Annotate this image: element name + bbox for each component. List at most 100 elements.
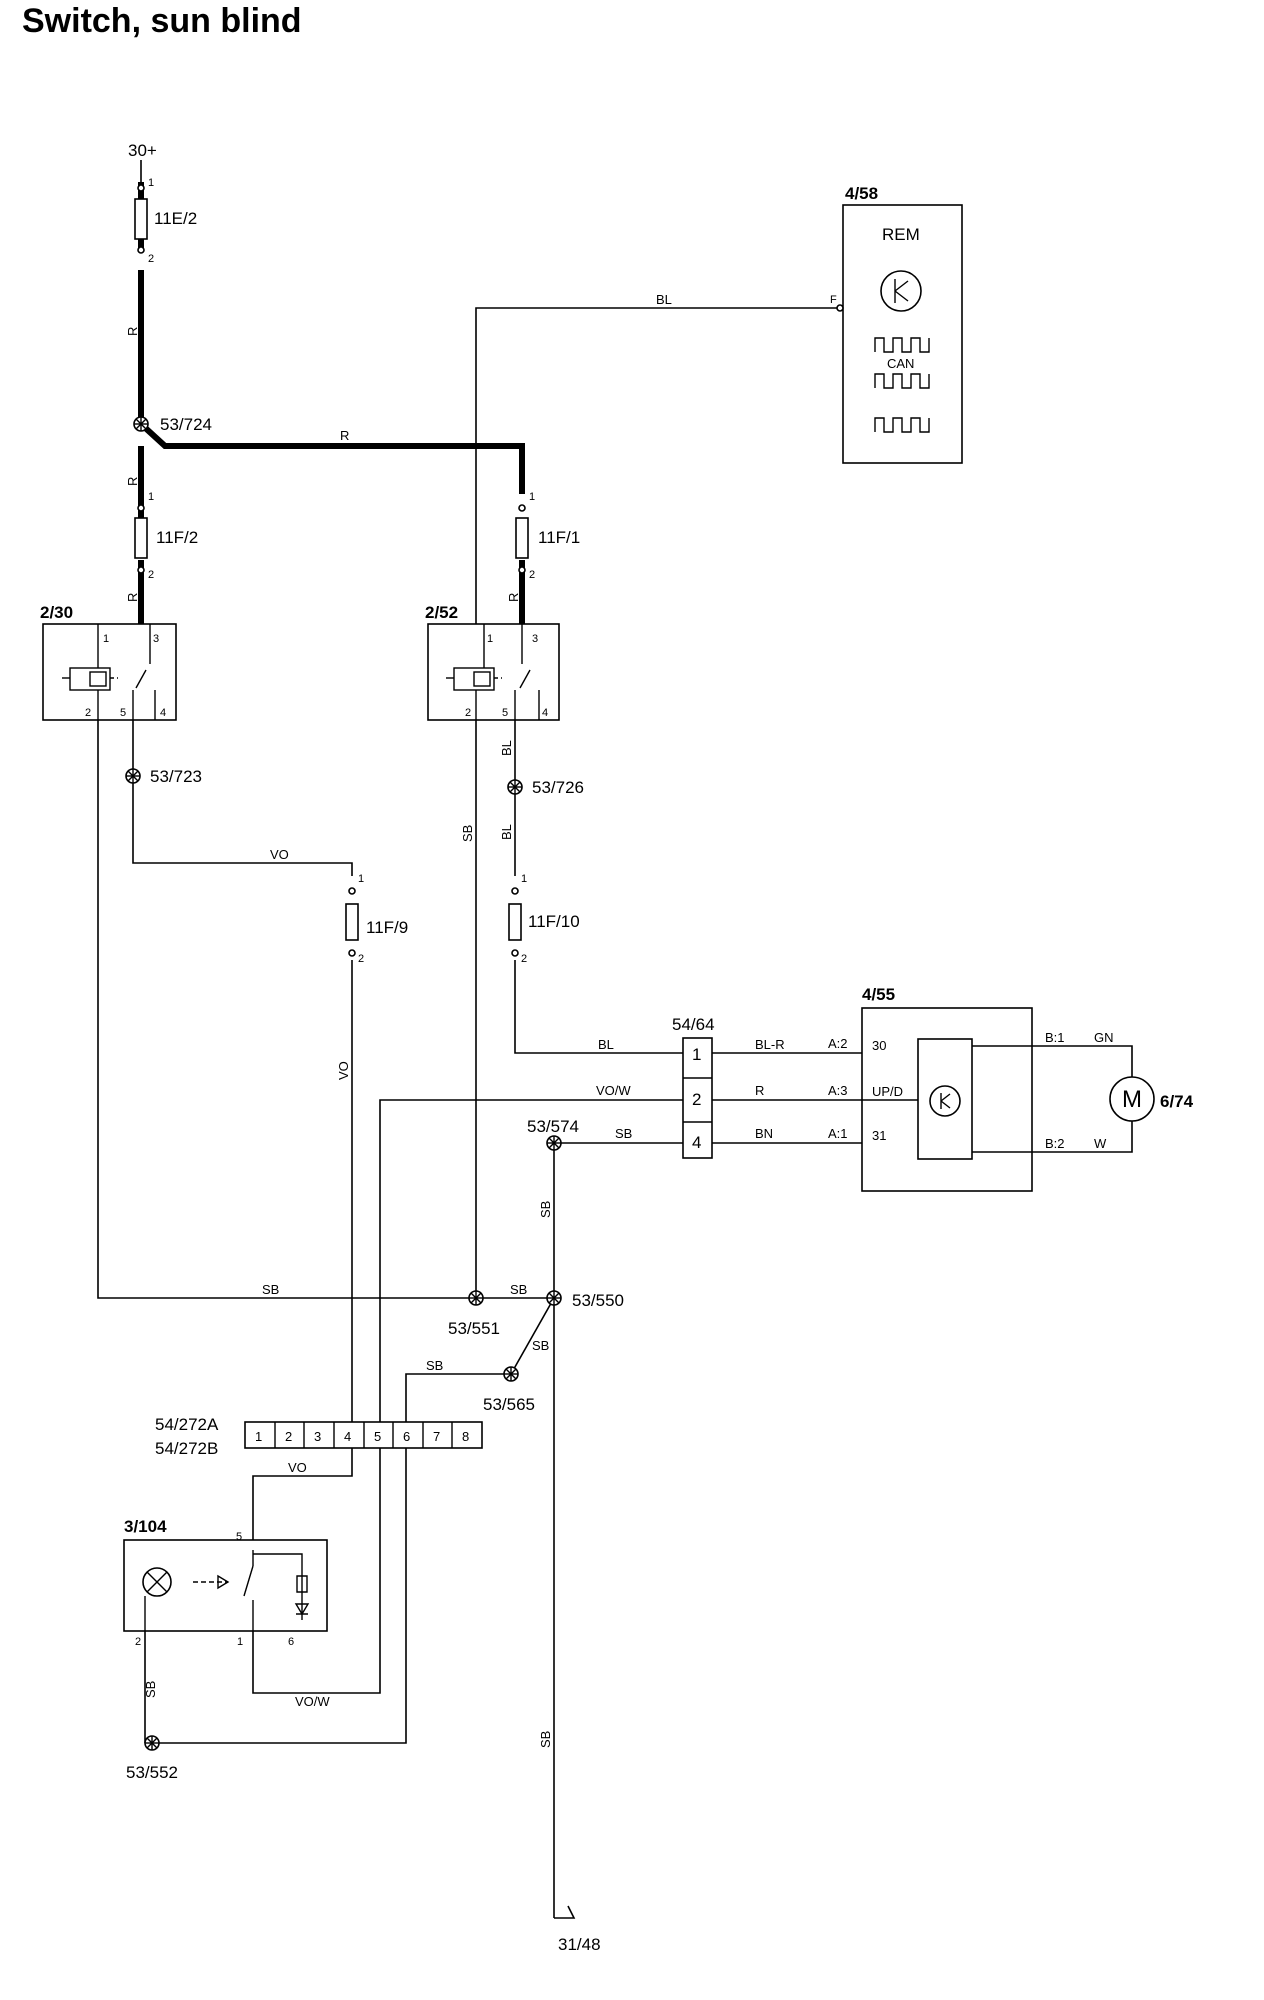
svg-text:11F/2: 11F/2 <box>156 528 198 547</box>
ground-label: 31/48 <box>558 1935 601 1954</box>
connector-54-272: 54/272A 54/272B 1 2 3 4 5 6 7 8 <box>155 1415 483 1458</box>
svg-text:3/104: 3/104 <box>124 1517 167 1536</box>
wire-label: SB <box>262 1282 279 1297</box>
svg-text:2: 2 <box>465 707 471 719</box>
splice-53-724: 53/724 <box>133 415 212 434</box>
svg-text:2/52: 2/52 <box>425 603 458 622</box>
fuse-11f2: 11F/2 1 2 <box>134 491 198 581</box>
wire-label: W <box>1094 1136 1107 1151</box>
connector-54-64: 54/64 1 2 4 <box>672 1015 715 1159</box>
fuse-11f1: 11F/1 1 2 <box>515 491 580 581</box>
svg-text:B:1: B:1 <box>1045 1030 1065 1045</box>
wire-label: BL-R <box>755 1037 785 1052</box>
svg-text:B:2: B:2 <box>1045 1136 1065 1151</box>
wire-vo-switch <box>252 1448 353 1540</box>
svg-text:M: M <box>1122 1086 1142 1113</box>
svg-text:3: 3 <box>314 1429 321 1444</box>
wire-label: VO <box>288 1460 307 1475</box>
splice-53-550: 53/550 <box>546 1290 624 1310</box>
splice-53-565: 53/565 <box>483 1366 535 1414</box>
svg-text:2: 2 <box>148 253 154 265</box>
can-pulse-icon <box>874 337 930 353</box>
can-pulse-icon <box>874 373 930 389</box>
wire-label: SB <box>532 1338 549 1353</box>
wire-label: SB <box>460 825 475 842</box>
svg-text:1: 1 <box>103 633 109 645</box>
svg-text:3: 3 <box>532 633 538 645</box>
svg-text:2: 2 <box>521 953 527 965</box>
svg-text:1: 1 <box>487 633 493 645</box>
svg-text:53/574: 53/574 <box>527 1117 579 1136</box>
splice-53-574: 53/574 <box>527 1117 579 1151</box>
wire-sb-pin6-552 <box>152 1448 407 1744</box>
svg-text:6: 6 <box>288 1636 294 1648</box>
svg-text:2: 2 <box>148 569 154 581</box>
svg-text:54/272B: 54/272B <box>155 1439 218 1458</box>
svg-text:1: 1 <box>358 873 364 885</box>
svg-text:5: 5 <box>120 707 126 719</box>
relay-2-30: 2/30 1 3 2 5 4 <box>40 603 177 721</box>
svg-text:11F/10: 11F/10 <box>528 912 580 931</box>
wire-label: R <box>340 428 349 443</box>
svg-text:1: 1 <box>692 1045 701 1064</box>
wire-bl-fuse-11f10 <box>514 960 683 1054</box>
svg-text:1: 1 <box>237 1636 243 1648</box>
wire-label: GN <box>1094 1030 1114 1045</box>
svg-text:CAN: CAN <box>887 356 914 371</box>
fuse-11f9: 11F/9 1 2 <box>345 873 408 965</box>
svg-text:53/552: 53/552 <box>126 1763 178 1782</box>
svg-text:1: 1 <box>529 491 535 503</box>
wire-label: BL <box>598 1037 614 1052</box>
wire-label: R <box>125 327 140 336</box>
wire-label: VO <box>336 1061 351 1080</box>
can-pulse-icon <box>874 417 930 433</box>
svg-text:REM: REM <box>882 225 920 244</box>
supply-label: 30+ <box>128 141 157 160</box>
svg-text:53/723: 53/723 <box>150 767 202 786</box>
wire-label: BL <box>499 740 514 756</box>
wire-label: BL <box>656 292 672 307</box>
svg-text:1: 1 <box>255 1429 262 1444</box>
ground-symbol <box>554 1905 576 1919</box>
wire-label: R <box>125 477 140 486</box>
svg-text:4: 4 <box>692 1133 701 1152</box>
svg-text:4: 4 <box>542 707 548 719</box>
wire-label: VO/W <box>596 1083 631 1098</box>
wire-label: R <box>125 593 140 602</box>
svg-text:11E/2: 11E/2 <box>154 209 197 228</box>
svg-text:2: 2 <box>358 953 364 965</box>
wire-label: SB <box>538 1201 553 1218</box>
wire-label: SB <box>143 1681 158 1698</box>
svg-text:53/724: 53/724 <box>160 415 212 434</box>
svg-text:2: 2 <box>285 1429 292 1444</box>
svg-text:53/551: 53/551 <box>448 1319 500 1338</box>
svg-text:6: 6 <box>403 1429 410 1444</box>
svg-text:5: 5 <box>374 1429 381 1444</box>
svg-text:31: 31 <box>872 1128 886 1143</box>
svg-text:3: 3 <box>153 633 159 645</box>
svg-text:4/58: 4/58 <box>845 184 878 203</box>
svg-text:54/272A: 54/272A <box>155 1415 219 1434</box>
splice-53-552: 53/552 <box>126 1735 178 1782</box>
fuse-11e2: 11E/2 1 2 <box>134 177 197 265</box>
wire-r-supply <box>138 182 525 494</box>
svg-text:53/550: 53/550 <box>572 1291 624 1310</box>
wire-label: SB <box>426 1358 443 1373</box>
svg-text:2/30: 2/30 <box>40 603 73 622</box>
svg-text:53/565: 53/565 <box>483 1395 535 1414</box>
wire-label: VO <box>270 847 289 862</box>
wire-label: BL <box>499 824 514 840</box>
wire-w-motor <box>1032 1120 1133 1153</box>
svg-text:F: F <box>830 294 837 306</box>
wire-label: R <box>755 1083 764 1098</box>
wire-sb-565-pin6 <box>405 1373 511 1422</box>
svg-text:7: 7 <box>433 1429 440 1444</box>
svg-text:2: 2 <box>692 1090 701 1109</box>
relay-2-52: 2/52 1 3 2 5 4 <box>425 603 560 721</box>
svg-text:30: 30 <box>872 1038 886 1053</box>
splice-53-726: 53/726 <box>507 778 584 797</box>
wire-sb-550-565 <box>510 1297 555 1375</box>
wire-label: SB <box>510 1282 527 1297</box>
svg-text:8: 8 <box>462 1429 469 1444</box>
wire-bl-rem <box>475 307 838 1298</box>
